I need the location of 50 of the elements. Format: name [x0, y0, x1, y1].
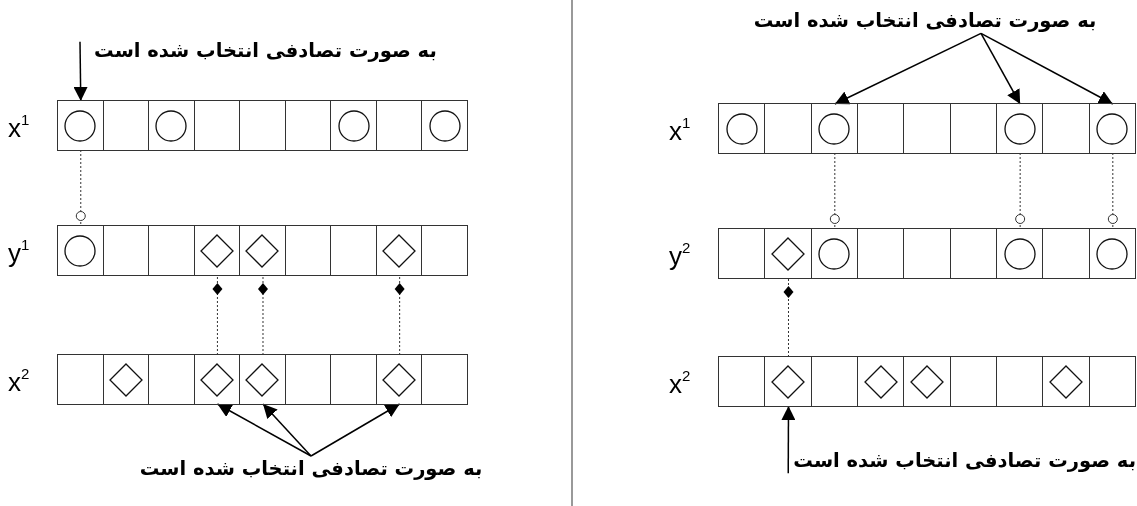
arrow — [980, 32, 1021, 105]
dotted-connector — [1107, 152, 1118, 230]
annotation-text: به صورت تصادفی انتخاب شده است — [753, 9, 1097, 32]
dotted-connector — [394, 274, 405, 356]
arrow — [980, 32, 1114, 105]
arrow — [262, 403, 312, 457]
circle-icon — [724, 111, 759, 146]
dotted-connector — [75, 149, 86, 227]
circle-icon — [817, 236, 852, 271]
dotted-connector — [829, 152, 840, 230]
arrow — [834, 32, 982, 105]
circle-icon — [1095, 236, 1130, 271]
diamond-icon — [771, 364, 805, 399]
row-label: y$^{2}$ — [669, 239, 691, 268]
circle-icon — [336, 108, 371, 143]
circle-icon — [817, 111, 852, 146]
circle-icon — [63, 108, 98, 143]
circle-icon — [154, 108, 189, 143]
row-label: x$^{2}$ — [8, 365, 30, 394]
diamond-icon — [245, 233, 280, 268]
arrow — [310, 403, 401, 457]
circle-icon — [427, 108, 462, 143]
circle-icon — [1002, 111, 1037, 146]
row-label: x$^{1}$ — [8, 111, 30, 140]
circle-icon — [1002, 236, 1037, 271]
row-label: x$^{1}$ — [669, 114, 691, 143]
diamond-icon — [910, 364, 944, 399]
row-label: x$^{2}$ — [669, 367, 691, 396]
annotation-text: به صورت تصادفی انتخاب شده است — [139, 457, 483, 480]
dotted-connector — [258, 274, 268, 356]
arrow — [73, 41, 88, 102]
diamond-icon — [771, 236, 805, 271]
diamond-icon — [199, 233, 234, 268]
diamond-icon — [382, 362, 417, 397]
annotation-text: به صورت تصادفی انتخاب شده است — [94, 39, 437, 62]
arrow — [781, 405, 796, 475]
dotted-connector — [783, 277, 794, 358]
dotted-connector — [1015, 152, 1026, 230]
diamond-icon — [199, 362, 234, 397]
dotted-connector — [212, 274, 223, 356]
circle-icon — [63, 233, 98, 268]
annotation-text: به صورت تصادفی انتخاب شده است — [793, 449, 1136, 472]
diamond-icon — [863, 364, 898, 399]
diamond-icon — [108, 362, 143, 397]
diamond-icon — [1049, 364, 1083, 399]
circle-icon — [1095, 111, 1130, 146]
arrow — [216, 403, 312, 457]
row-label: y$^{1}$ — [8, 236, 30, 265]
diamond-icon — [245, 362, 280, 397]
diamond-icon — [382, 233, 417, 268]
